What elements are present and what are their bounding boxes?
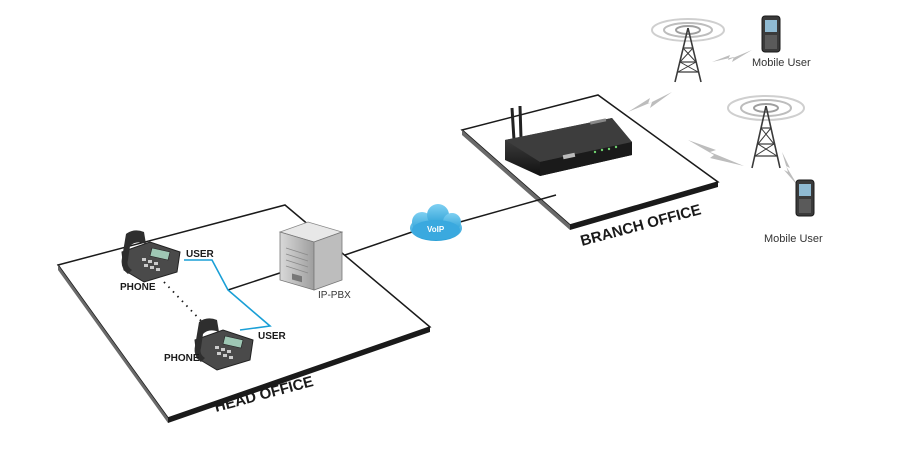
cell-tower-icon: [727, 95, 805, 169]
mobile-user-label: Mobile User: [752, 57, 811, 69]
phone-label: PHONE: [120, 282, 156, 293]
link-pbx-voip: [344, 231, 413, 256]
signal-bolt: [782, 152, 798, 186]
signal-bolt: [628, 92, 672, 112]
signal-bolt: [688, 140, 744, 166]
link-voip-branch: [459, 194, 557, 223]
ip-pbx-label: IP-PBX: [318, 290, 351, 301]
phone-label: PHONE: [164, 353, 200, 364]
mobile-user-label: Mobile User: [764, 233, 823, 245]
user-link: [184, 259, 272, 331]
ip-pbx-server-icon: [278, 221, 344, 291]
voip-cloud-icon: [410, 204, 462, 241]
mobile-phone-icon: [761, 15, 781, 53]
mobile-phone-icon: [795, 179, 815, 217]
signal-bolt: [712, 50, 752, 62]
desk-phone-icon: [121, 230, 181, 283]
voip-label: VoIP: [427, 225, 445, 234]
user-label: USER: [186, 249, 215, 260]
wireless-router-icon: [505, 105, 632, 176]
user-label: USER: [258, 331, 287, 342]
desk-phone-icon: [194, 318, 254, 371]
cell-tower-icon: [651, 18, 725, 83]
